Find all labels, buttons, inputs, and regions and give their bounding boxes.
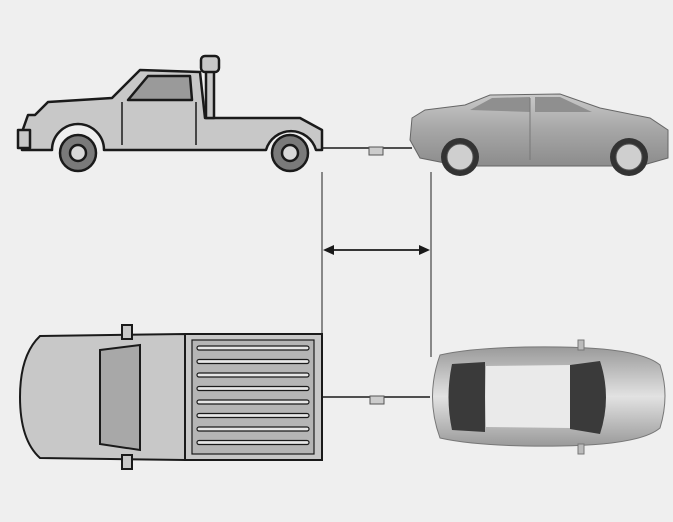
bed-slat: [196, 412, 310, 419]
tow-line-top: [322, 395, 430, 405]
bed-slat: [196, 372, 310, 378]
towed-car-top-view: [432, 339, 666, 455]
bed-slat: [196, 439, 310, 446]
bed-slat: [196, 358, 310, 365]
car-roof: [486, 365, 570, 428]
truck-mirror-top: [121, 324, 133, 340]
car-windshield-front: [570, 361, 606, 434]
tow-hook: [368, 146, 384, 156]
truck-bumper: [16, 128, 32, 150]
truck-windshield-top: [99, 343, 141, 452]
distance-indicator: [321, 172, 432, 357]
truck-bed-slats: [196, 345, 310, 446]
arrow-head-right: [419, 245, 430, 255]
beacon-light: [199, 54, 221, 74]
bed-slat: [196, 426, 310, 432]
truck-window: [126, 74, 194, 102]
towed-car-side-view: [409, 93, 669, 176]
car-windshield-rear: [448, 362, 485, 432]
bed-slat: [196, 399, 310, 405]
arrow-head-left: [323, 245, 334, 255]
truck-cab: [20, 68, 324, 152]
tow-line-side: [322, 146, 412, 156]
beacon-pole: [204, 68, 216, 120]
car-mirror: [577, 339, 585, 351]
bed-slat: [196, 385, 310, 392]
car-side-windows: [470, 97, 592, 112]
bed-slat: [196, 345, 310, 351]
tow-truck-side-view: [16, 54, 324, 173]
tow-hook-top: [369, 395, 385, 405]
